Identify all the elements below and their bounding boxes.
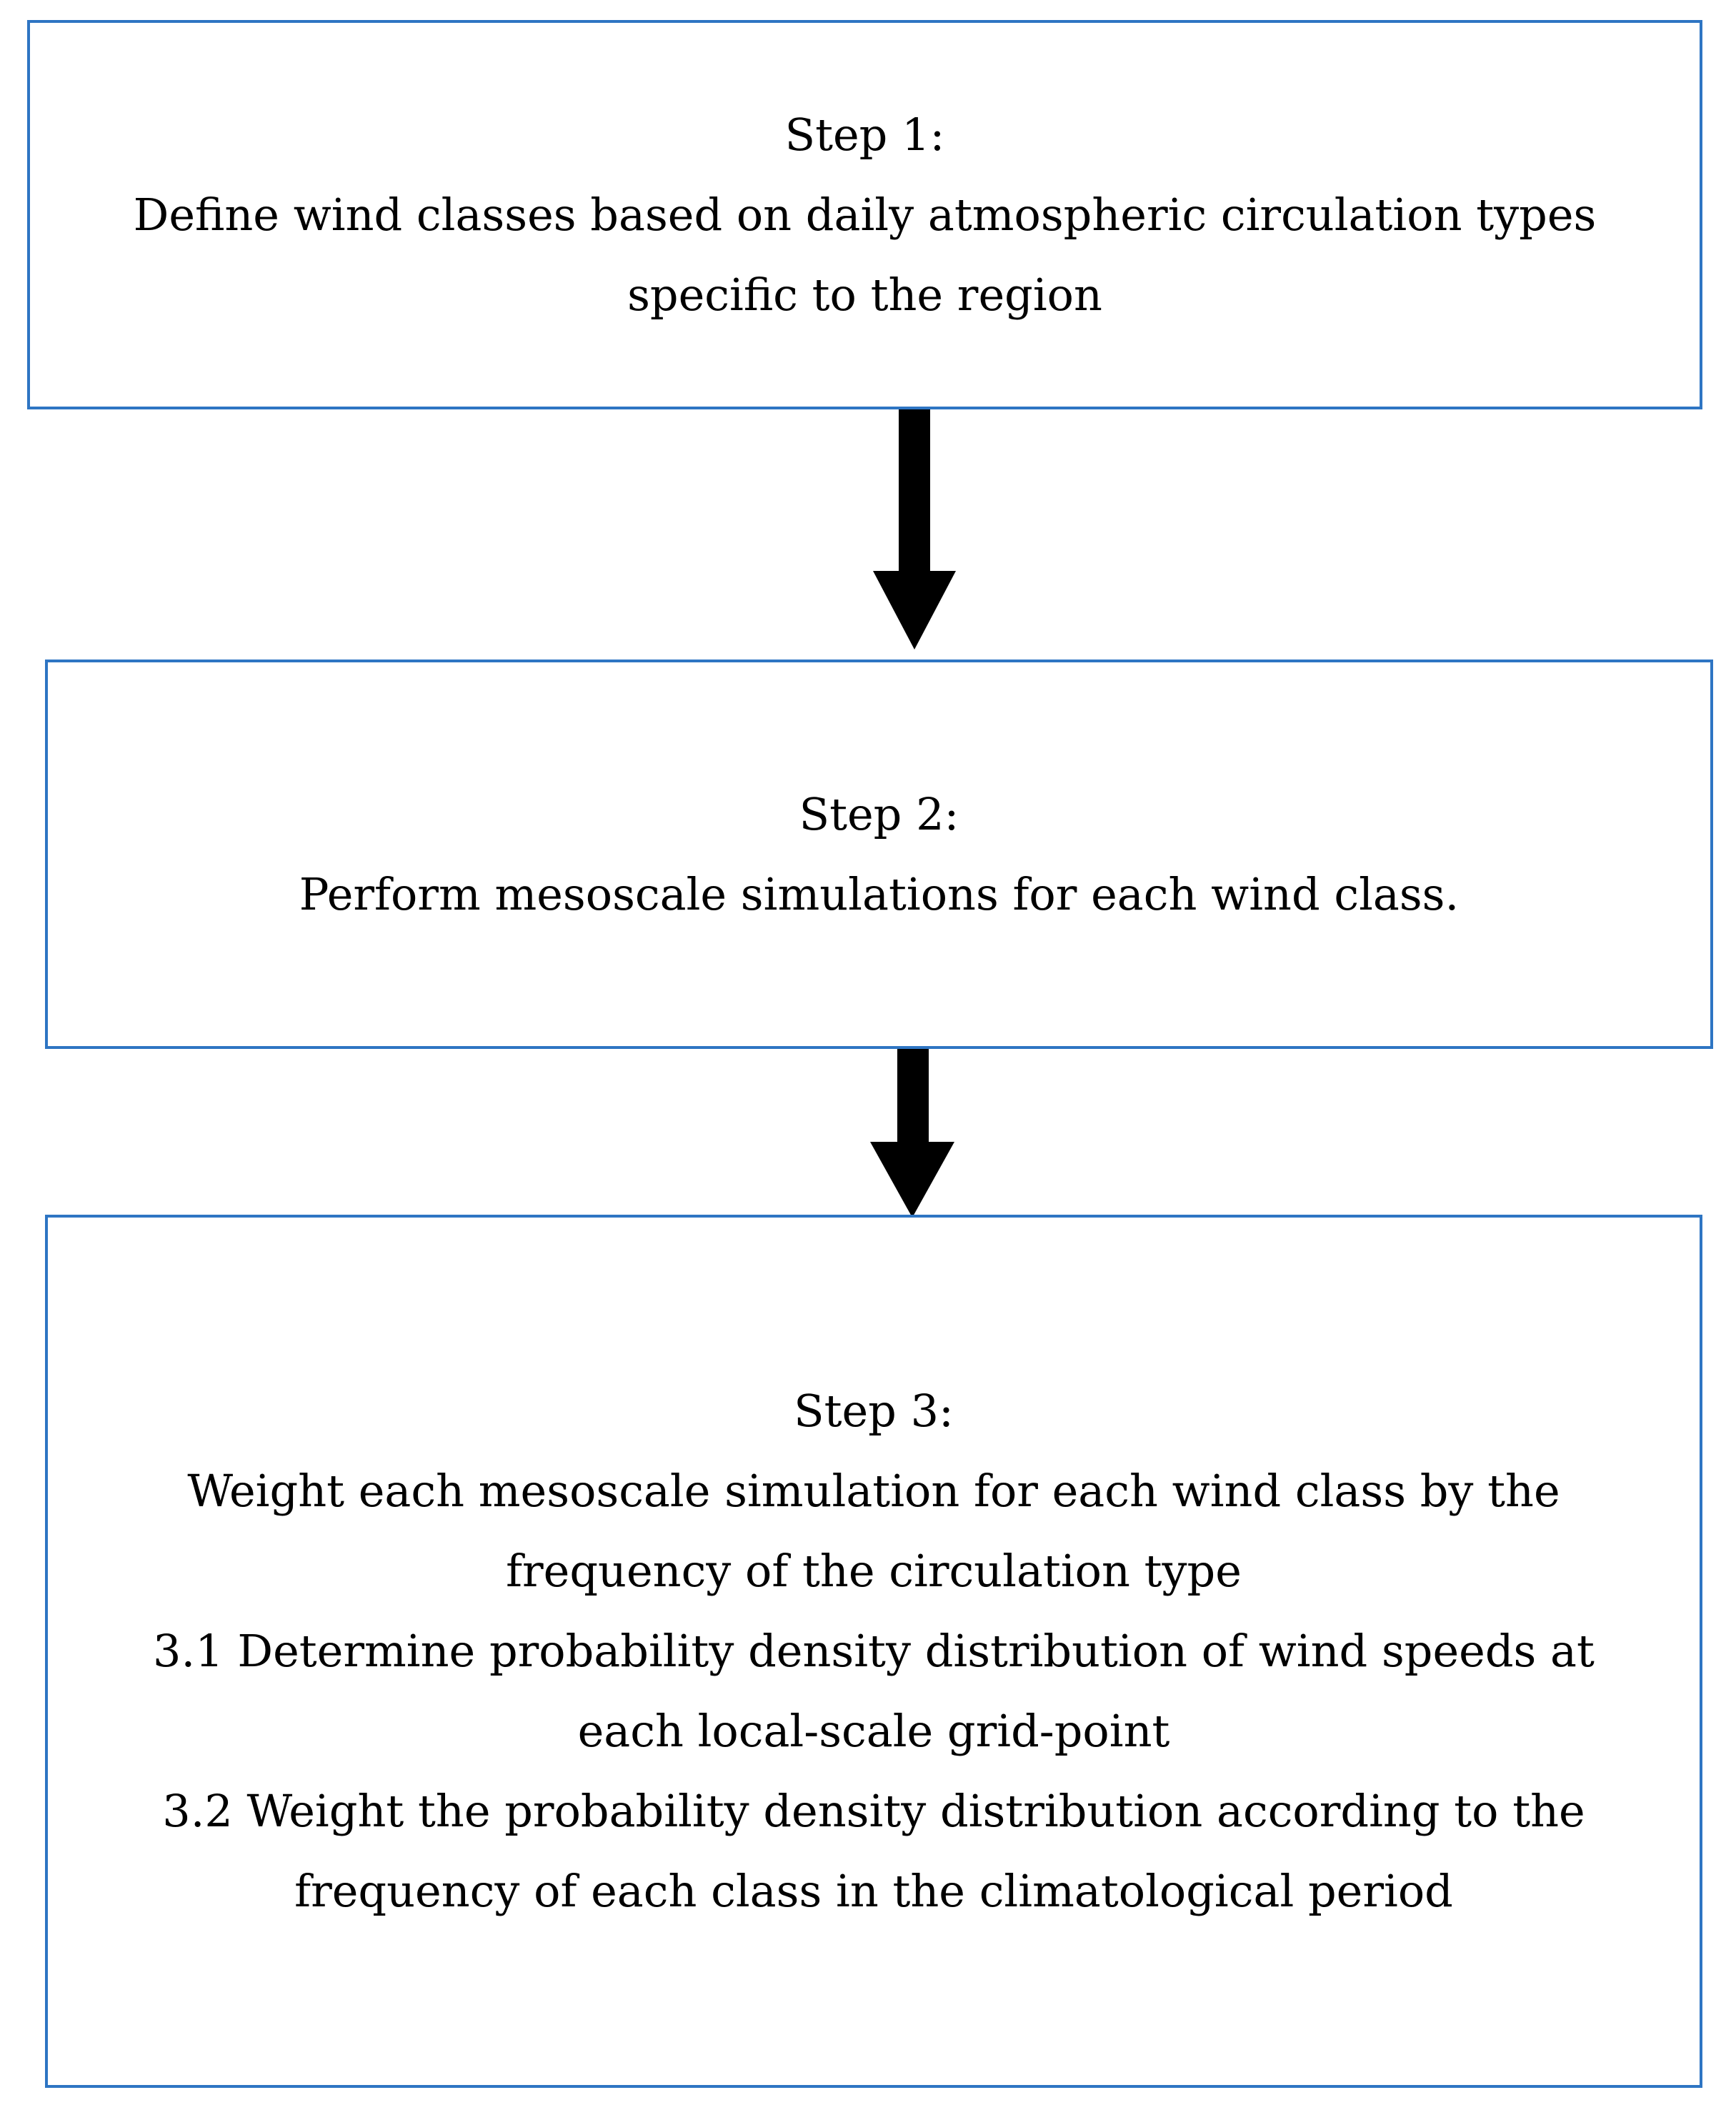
- step-3-substep-3-1-line-2: each local-scale grid-point: [577, 1705, 1170, 1757]
- step-1-line-1: Define wind classes based on daily atmos…: [133, 188, 1597, 241]
- step-1-title: Step 1:: [784, 108, 945, 161]
- arrow-2-head: [870, 1142, 954, 1218]
- down-arrow-step1-to-step2: [873, 409, 956, 650]
- step-3-title: Step 3:: [794, 1385, 954, 1437]
- step-3-line-2: frequency of the circulation type: [506, 1545, 1242, 1597]
- arrow-2-shaft: [897, 1049, 929, 1142]
- step-3-box: Step 3: Weight each mesoscale simulation…: [45, 1215, 1702, 2088]
- step-3-line-1: Weight each mesoscale simulation for eac…: [187, 1465, 1560, 1517]
- step-1-box: Step 1: Define wind classes based on dai…: [27, 20, 1702, 409]
- step-2-title: Step 2:: [799, 787, 959, 840]
- step-3-substep-3-1-line-1: 3.1 Determine probability density distri…: [153, 1625, 1595, 1677]
- arrow-1-head: [873, 571, 956, 650]
- step-1-line-2: specific to the region: [627, 268, 1102, 321]
- step-2-box: Step 2: Perform mesoscale simulations fo…: [45, 660, 1713, 1049]
- step-2-line-1: Perform mesoscale simulations for each w…: [299, 867, 1460, 920]
- step-3-substep-3-2-line-2: frequency of each class in the climatolo…: [294, 1865, 1453, 1917]
- down-arrow-step2-to-step3: [870, 1049, 954, 1218]
- arrow-1-shaft: [899, 409, 930, 571]
- step-3-substep-3-2-line-1: 3.2 Weight the probability density distr…: [162, 1785, 1585, 1837]
